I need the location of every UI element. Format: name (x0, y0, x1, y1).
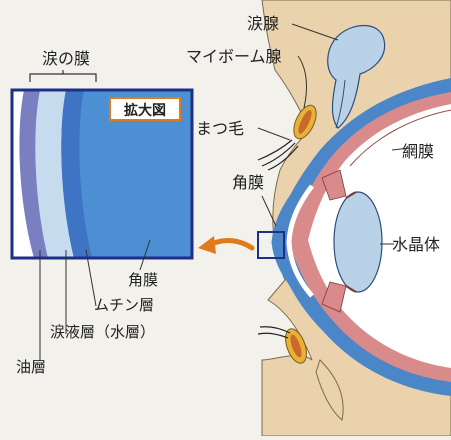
label-meibomian-gland: マイボーム腺 (186, 47, 282, 66)
label-retina: 網膜 (402, 142, 434, 161)
zoom-badge: 拡大図 (110, 98, 180, 120)
zoom-badge-label: 拡大図 (124, 102, 166, 119)
label-tear-gland: 涙腺 (247, 14, 279, 33)
label-aqueous-layer: 涙液層（水層） (50, 323, 155, 341)
lens (334, 192, 382, 292)
label-tear-film: 涙の膜 (42, 49, 90, 68)
label-mucin-layer: ムチン層 (94, 296, 154, 314)
label-cornea: 角膜 (232, 173, 264, 192)
label-cornea-inset: 角膜 (128, 271, 158, 289)
label-oil-layer: 油層 (16, 358, 46, 376)
label-lens: 水晶体 (392, 235, 440, 254)
label-eyelash: まつ毛 (196, 119, 244, 138)
